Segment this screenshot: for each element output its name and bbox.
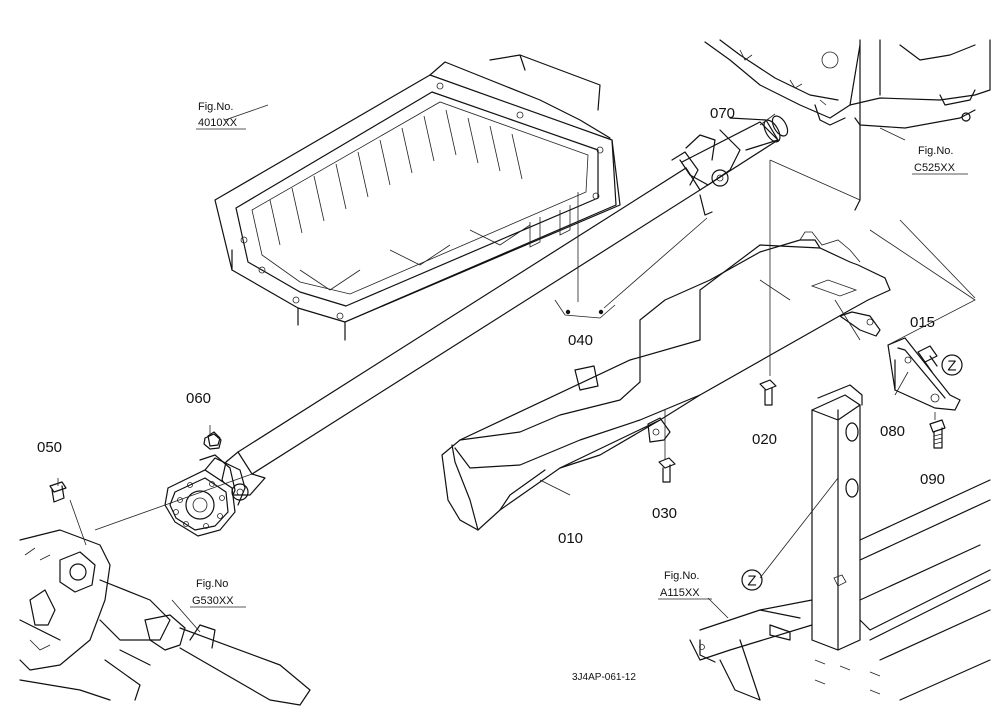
fig-ref-transmission: Fig.No. C525XX (912, 145, 968, 175)
fig-ref-frame: Fig.No. A115XX (658, 570, 712, 600)
label-030: 030 (652, 505, 677, 522)
z-marker-1-label: Z (947, 358, 956, 375)
label-080: 080 (880, 423, 905, 440)
fig-ref-front-axle-line1: Fig.No (196, 578, 228, 590)
label-015: 015 (910, 314, 935, 331)
fig-ref-transmission-line2: C525XX (914, 162, 956, 174)
transmission-drawing (704, 39, 991, 211)
fig-ref-front-axle-line2: G530XX (192, 595, 234, 607)
nut-060 (203, 433, 222, 450)
o-ring-070 (771, 115, 789, 137)
bracket-080 (887, 337, 961, 411)
label-020: 020 (752, 431, 777, 448)
bolt-090 (929, 419, 946, 449)
fig-ref-oil-pan: Fig.No. 4010XX (196, 101, 246, 130)
frame-drawing (689, 384, 991, 701)
label-040: 040 (568, 332, 593, 349)
label-090: 090 (920, 471, 945, 488)
fig-ref-frame-line2: A115XX (660, 587, 700, 599)
fig-ref-front-axle: Fig.No G530XX (190, 578, 246, 608)
label-010: 010 (558, 530, 583, 547)
shaft-cover (441, 231, 891, 531)
label-070: 070 (710, 105, 735, 122)
label-060: 060 (186, 390, 211, 407)
bolt-020 (759, 379, 777, 406)
fig-ref-oil-pan-line2: 4010XX (198, 117, 238, 129)
drawing-code: 3J4AP-061-12 (572, 672, 636, 683)
front-axle-drawing (19, 529, 311, 706)
bolt-030 (658, 457, 676, 483)
z-marker-2: Z (741, 569, 763, 591)
fig-ref-transmission-line1: Fig.No. (918, 145, 953, 157)
oil-pan-drawing (214, 54, 621, 341)
leader-lines (57, 104, 976, 633)
z-marker-2-label: Z (747, 573, 756, 590)
fig-ref-oil-pan-line1: Fig.No. (198, 101, 233, 113)
label-050: 050 (37, 439, 62, 456)
z-marker-1: Z (941, 354, 963, 376)
bolt-015 (917, 345, 938, 373)
fig-ref-frame-line1: Fig.No. (664, 570, 699, 582)
